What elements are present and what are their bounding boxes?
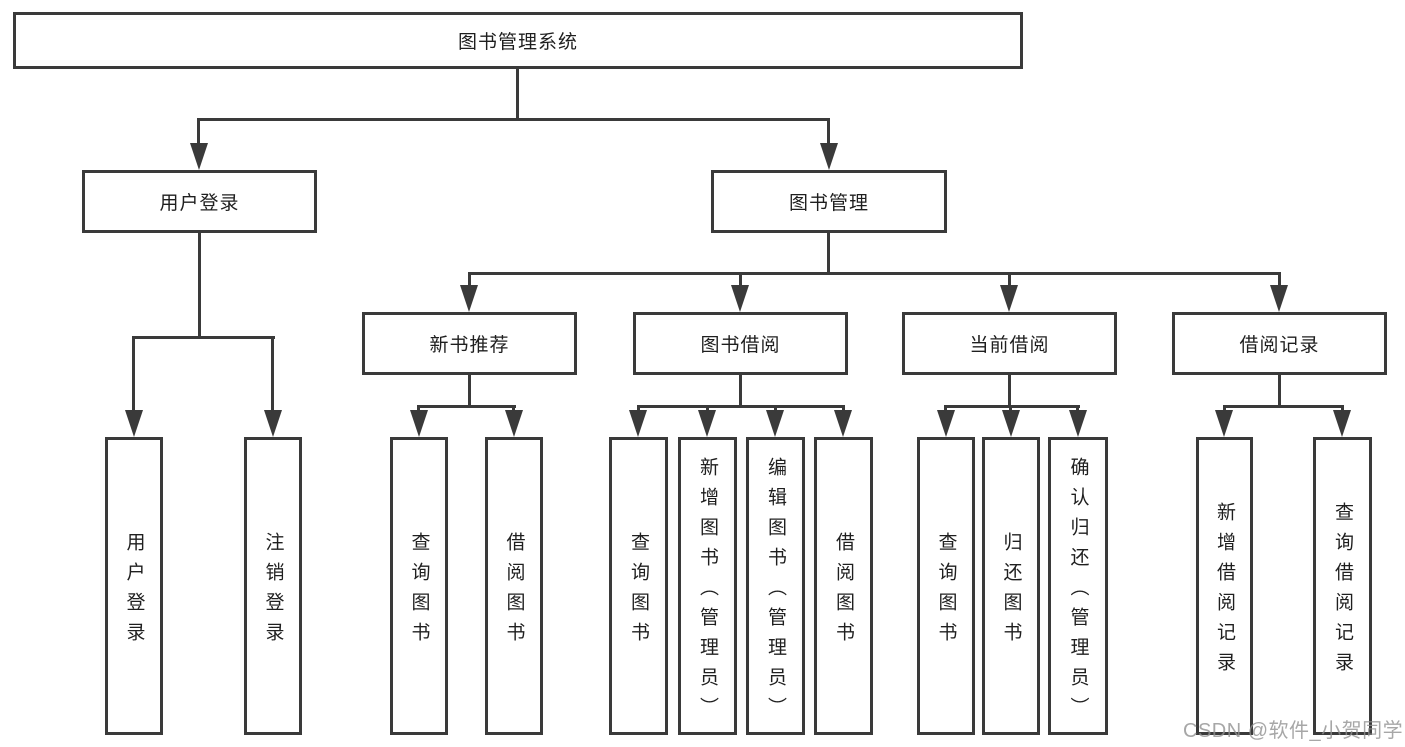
node-new-book-recommend: 新书推荐 — [362, 312, 577, 375]
connector-line — [1008, 272, 1011, 287]
node-book-management-label: 图书管理 — [788, 193, 869, 214]
node-current-borrow-label: 当前借阅 — [969, 335, 1050, 356]
leaf-borrow-book-2-label: 借阅图书 — [833, 531, 854, 652]
leaf-borrow-book-1-label: 借阅图书 — [503, 531, 525, 652]
node-current-borrow: 当前借阅 — [902, 312, 1117, 375]
leaf-add-borrow-record-label: 新增借阅记录 — [1214, 501, 1235, 682]
node-user-login-label: 用户登录 — [159, 193, 240, 214]
arrowhead-icon — [460, 285, 478, 312]
node-book-management: 图书管理 — [711, 170, 947, 233]
arrowhead-icon — [731, 285, 749, 312]
arrowhead-icon — [410, 410, 428, 437]
connector-line — [1341, 405, 1344, 412]
connector-line — [1076, 405, 1079, 412]
connector-line — [417, 405, 420, 412]
connector-line — [271, 336, 274, 412]
connector-line — [468, 272, 471, 287]
node-book-borrow: 图书借阅 — [633, 312, 848, 375]
connector-line — [512, 405, 515, 412]
connector-line — [1223, 405, 1226, 412]
connector-line — [944, 405, 1080, 408]
node-new-book-recommend-label: 新书推荐 — [429, 335, 510, 356]
leaf-logout: 注销登录 — [244, 437, 302, 735]
arrowhead-icon — [834, 410, 852, 437]
node-book-borrow-label: 图书借阅 — [700, 335, 781, 356]
leaf-query-book-1: 查询图书 — [390, 437, 448, 735]
arrowhead-icon — [1215, 410, 1233, 437]
arrowhead-icon — [190, 143, 208, 170]
arrowhead-icon — [1270, 285, 1288, 312]
connector-line — [197, 118, 830, 121]
leaf-query-book-3-label: 查询图书 — [935, 531, 957, 652]
leaf-query-borrow-record-label: 查询借阅记录 — [1332, 501, 1353, 682]
arrowhead-icon — [820, 143, 838, 170]
connector-line — [1278, 375, 1281, 407]
leaf-add-borrow-record: 新增借阅记录 — [1196, 437, 1253, 735]
connector-line — [1278, 272, 1281, 287]
connector-line — [1009, 405, 1012, 412]
connector-line — [198, 233, 201, 338]
connector-line — [827, 118, 830, 145]
leaf-user-login: 用户登录 — [105, 437, 163, 735]
arrowhead-icon — [1069, 410, 1087, 437]
node-root: 图书管理系统 — [13, 12, 1023, 69]
leaf-confirm-return-admin-label: 确认归还（管理员） — [1067, 456, 1089, 727]
leaf-return-book: 归还图书 — [982, 437, 1040, 735]
connector-line — [468, 272, 1281, 275]
connector-line — [132, 336, 275, 339]
connector-line — [197, 118, 200, 145]
arrowhead-icon — [1333, 410, 1351, 437]
leaf-edit-book-admin-label: 编辑图书（管理员） — [765, 456, 786, 727]
arrowhead-icon — [629, 410, 647, 437]
connector-line — [132, 336, 135, 412]
leaf-confirm-return-admin: 确认归还（管理员） — [1048, 437, 1108, 735]
arrowhead-icon — [264, 410, 282, 437]
leaf-borrow-book-1: 借阅图书 — [485, 437, 543, 735]
leaf-add-book-admin-label: 新增图书（管理员） — [697, 456, 718, 727]
arrowhead-icon — [1000, 285, 1018, 312]
watermark-text: CSDN @软件_小贺同学 — [1183, 720, 1404, 742]
node-user-login: 用户登录 — [82, 170, 317, 233]
connector-line — [706, 405, 709, 412]
arrowhead-icon — [937, 410, 955, 437]
leaf-logout-label: 注销登录 — [262, 531, 284, 652]
arrowhead-icon — [505, 410, 523, 437]
leaf-query-book-1-label: 查询图书 — [408, 531, 430, 652]
arrowhead-icon — [766, 410, 784, 437]
connector-line — [739, 272, 742, 287]
leaf-query-book-2-label: 查询图书 — [628, 531, 649, 652]
leaf-edit-book-admin: 编辑图书（管理员） — [746, 437, 805, 735]
connector-line — [827, 233, 830, 274]
connector-line — [944, 405, 947, 412]
arrowhead-icon — [698, 410, 716, 437]
leaf-add-book-admin: 新增图书（管理员） — [678, 437, 737, 735]
connector-line — [516, 68, 519, 120]
connector-line — [468, 375, 471, 407]
arrowhead-icon — [1002, 410, 1020, 437]
leaf-return-book-label: 归还图书 — [1000, 531, 1022, 652]
leaf-query-borrow-record: 查询借阅记录 — [1313, 437, 1372, 735]
leaf-query-book-2: 查询图书 — [609, 437, 668, 735]
node-root-label: 图书管理系统 — [457, 32, 578, 53]
connector-line — [1008, 375, 1011, 407]
leaf-user-login-label: 用户登录 — [123, 531, 145, 652]
connector-line — [1223, 405, 1344, 408]
connector-line — [739, 375, 742, 407]
connector-line — [417, 405, 516, 408]
connector-line — [637, 405, 845, 408]
leaf-borrow-book-2: 借阅图书 — [814, 437, 873, 735]
arrowhead-icon — [125, 410, 143, 437]
node-borrow-record: 借阅记录 — [1172, 312, 1387, 375]
connector-line — [774, 405, 777, 412]
leaf-query-book-3: 查询图书 — [917, 437, 975, 735]
node-borrow-record-label: 借阅记录 — [1239, 335, 1320, 356]
connector-line — [842, 405, 845, 412]
connector-line — [637, 405, 640, 412]
